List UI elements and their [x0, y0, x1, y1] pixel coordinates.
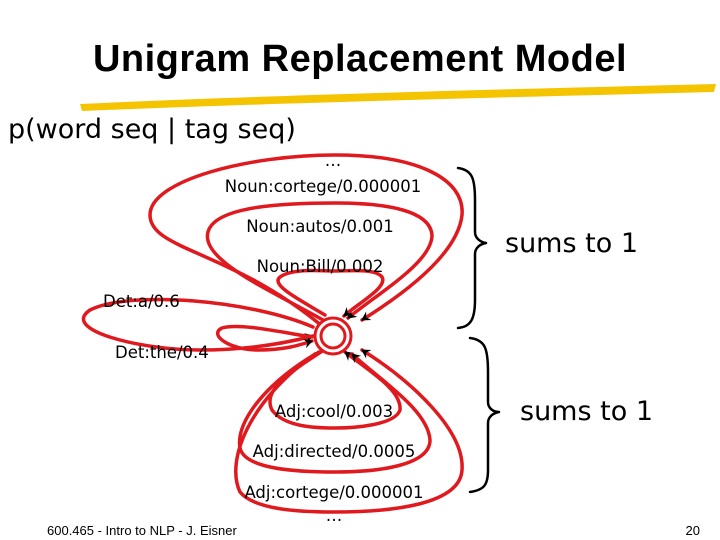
label-noun-autos: Noun:autos/0.001 [246, 217, 393, 236]
sum-label-top: sums to 1 [505, 228, 638, 259]
slide-title: Unigram Replacement Model [92, 38, 628, 80]
slide-subtitle: p(word seq | tag seq) [8, 114, 296, 145]
ellipsis-top: … [325, 151, 342, 170]
title-highlight [80, 84, 716, 111]
arc-noun-autos [205, 201, 434, 322]
label-det-a: Det:a/0.6 [103, 292, 180, 311]
arc-noun-cortege [148, 153, 464, 328]
footer-course: 600.465 - Intro to NLP - J. Eisner [47, 523, 237, 538]
arc-noun-bill [276, 268, 385, 318]
arc-det-the [215, 324, 314, 352]
label-adj-directed: Adj:directed/0.0005 [253, 442, 416, 461]
state-node [313, 316, 353, 356]
arc-adj-cortege [234, 348, 464, 514]
sum-label-bottom: sums to 1 [520, 396, 653, 427]
label-adj-cortege: Adj:cortege/0.000001 [244, 483, 423, 502]
label-adj-cool: Adj:cool/0.003 [275, 402, 393, 421]
label-det-the: Det:the/0.4 [115, 343, 209, 362]
brace-noun-group [456, 166, 488, 330]
footer-page-number: 20 [685, 523, 700, 538]
label-noun-bill: Noun:Bill/0.002 [257, 257, 384, 276]
arc-det-a [81, 297, 315, 352]
ellipsis-bottom: … [326, 506, 343, 525]
brace-adj-group [468, 336, 501, 494]
arc-adj-directed [237, 350, 432, 474]
label-noun-cortege: Noun:cortege/0.000001 [225, 177, 421, 196]
